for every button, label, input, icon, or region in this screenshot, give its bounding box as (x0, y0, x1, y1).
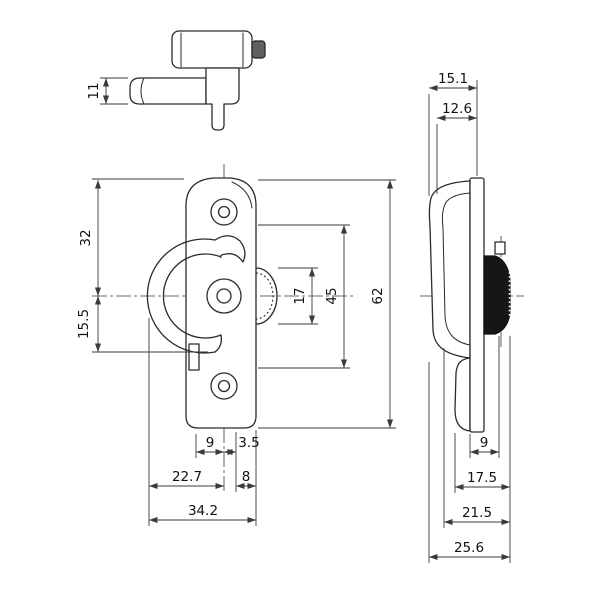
dim-side-bottom: 9 17.5 21.5 25.6 (428, 336, 511, 563)
dim-label-15-1: 15.1 (438, 71, 468, 87)
dim-front-bottom: 9 3.5 22.7 8 34.2 (148, 318, 260, 526)
knob-housing-top (171, 30, 253, 69)
knob-nub (251, 40, 266, 59)
dim-label-25-6: 25.6 (454, 540, 484, 556)
body-profile (428, 180, 471, 359)
side-view (420, 177, 524, 433)
dim-label-32: 32 (78, 229, 94, 246)
hook-tip (214, 235, 246, 263)
latch-plate-top (205, 67, 240, 131)
dim-label-3-5: 3.5 (238, 435, 259, 451)
lever-arm-top (129, 77, 207, 105)
dim-label-21-5: 21.5 (462, 505, 492, 521)
dim-label-34-2: 34.2 (188, 503, 218, 519)
dim-side-top: 15.1 12.6 (428, 71, 478, 196)
dim-label-8: 8 (242, 469, 251, 485)
dim-lever-height: 11 (86, 77, 128, 105)
dim-front-left: 32 15.5 (76, 178, 208, 353)
thumbturn-knob-side (483, 255, 511, 335)
dim-label-17-5: 17.5 (467, 470, 497, 486)
lower-profile (454, 357, 471, 432)
pivot (216, 288, 232, 304)
dim-label-17: 17 (292, 287, 308, 304)
screw-hole-top (210, 198, 238, 226)
strike-slot (188, 343, 200, 371)
dim-label-62: 62 (370, 287, 386, 304)
top-view (129, 30, 266, 131)
cam-disc (206, 278, 242, 314)
dim-label-11: 11 (86, 82, 102, 99)
dim-label-15-5: 15.5 (76, 309, 92, 339)
dim-front-right: 17 45 62 (258, 179, 396, 429)
thumbturn-serration (255, 272, 274, 320)
thumbturn (255, 267, 278, 325)
crescent-hook (146, 238, 216, 354)
front-view (92, 164, 354, 492)
dim-label-12-6: 12.6 (442, 101, 472, 117)
dim-label-9: 9 (206, 435, 215, 451)
dimensions: 11 32 15.5 17 45 62 (76, 71, 511, 563)
dim-label-45: 45 (324, 287, 340, 304)
keeper-detail (494, 241, 506, 255)
dim-label-side-9: 9 (480, 435, 489, 451)
screw-hole-bottom (210, 372, 238, 400)
dim-label-22-7: 22.7 (172, 469, 202, 485)
mounting-plate (469, 177, 485, 433)
